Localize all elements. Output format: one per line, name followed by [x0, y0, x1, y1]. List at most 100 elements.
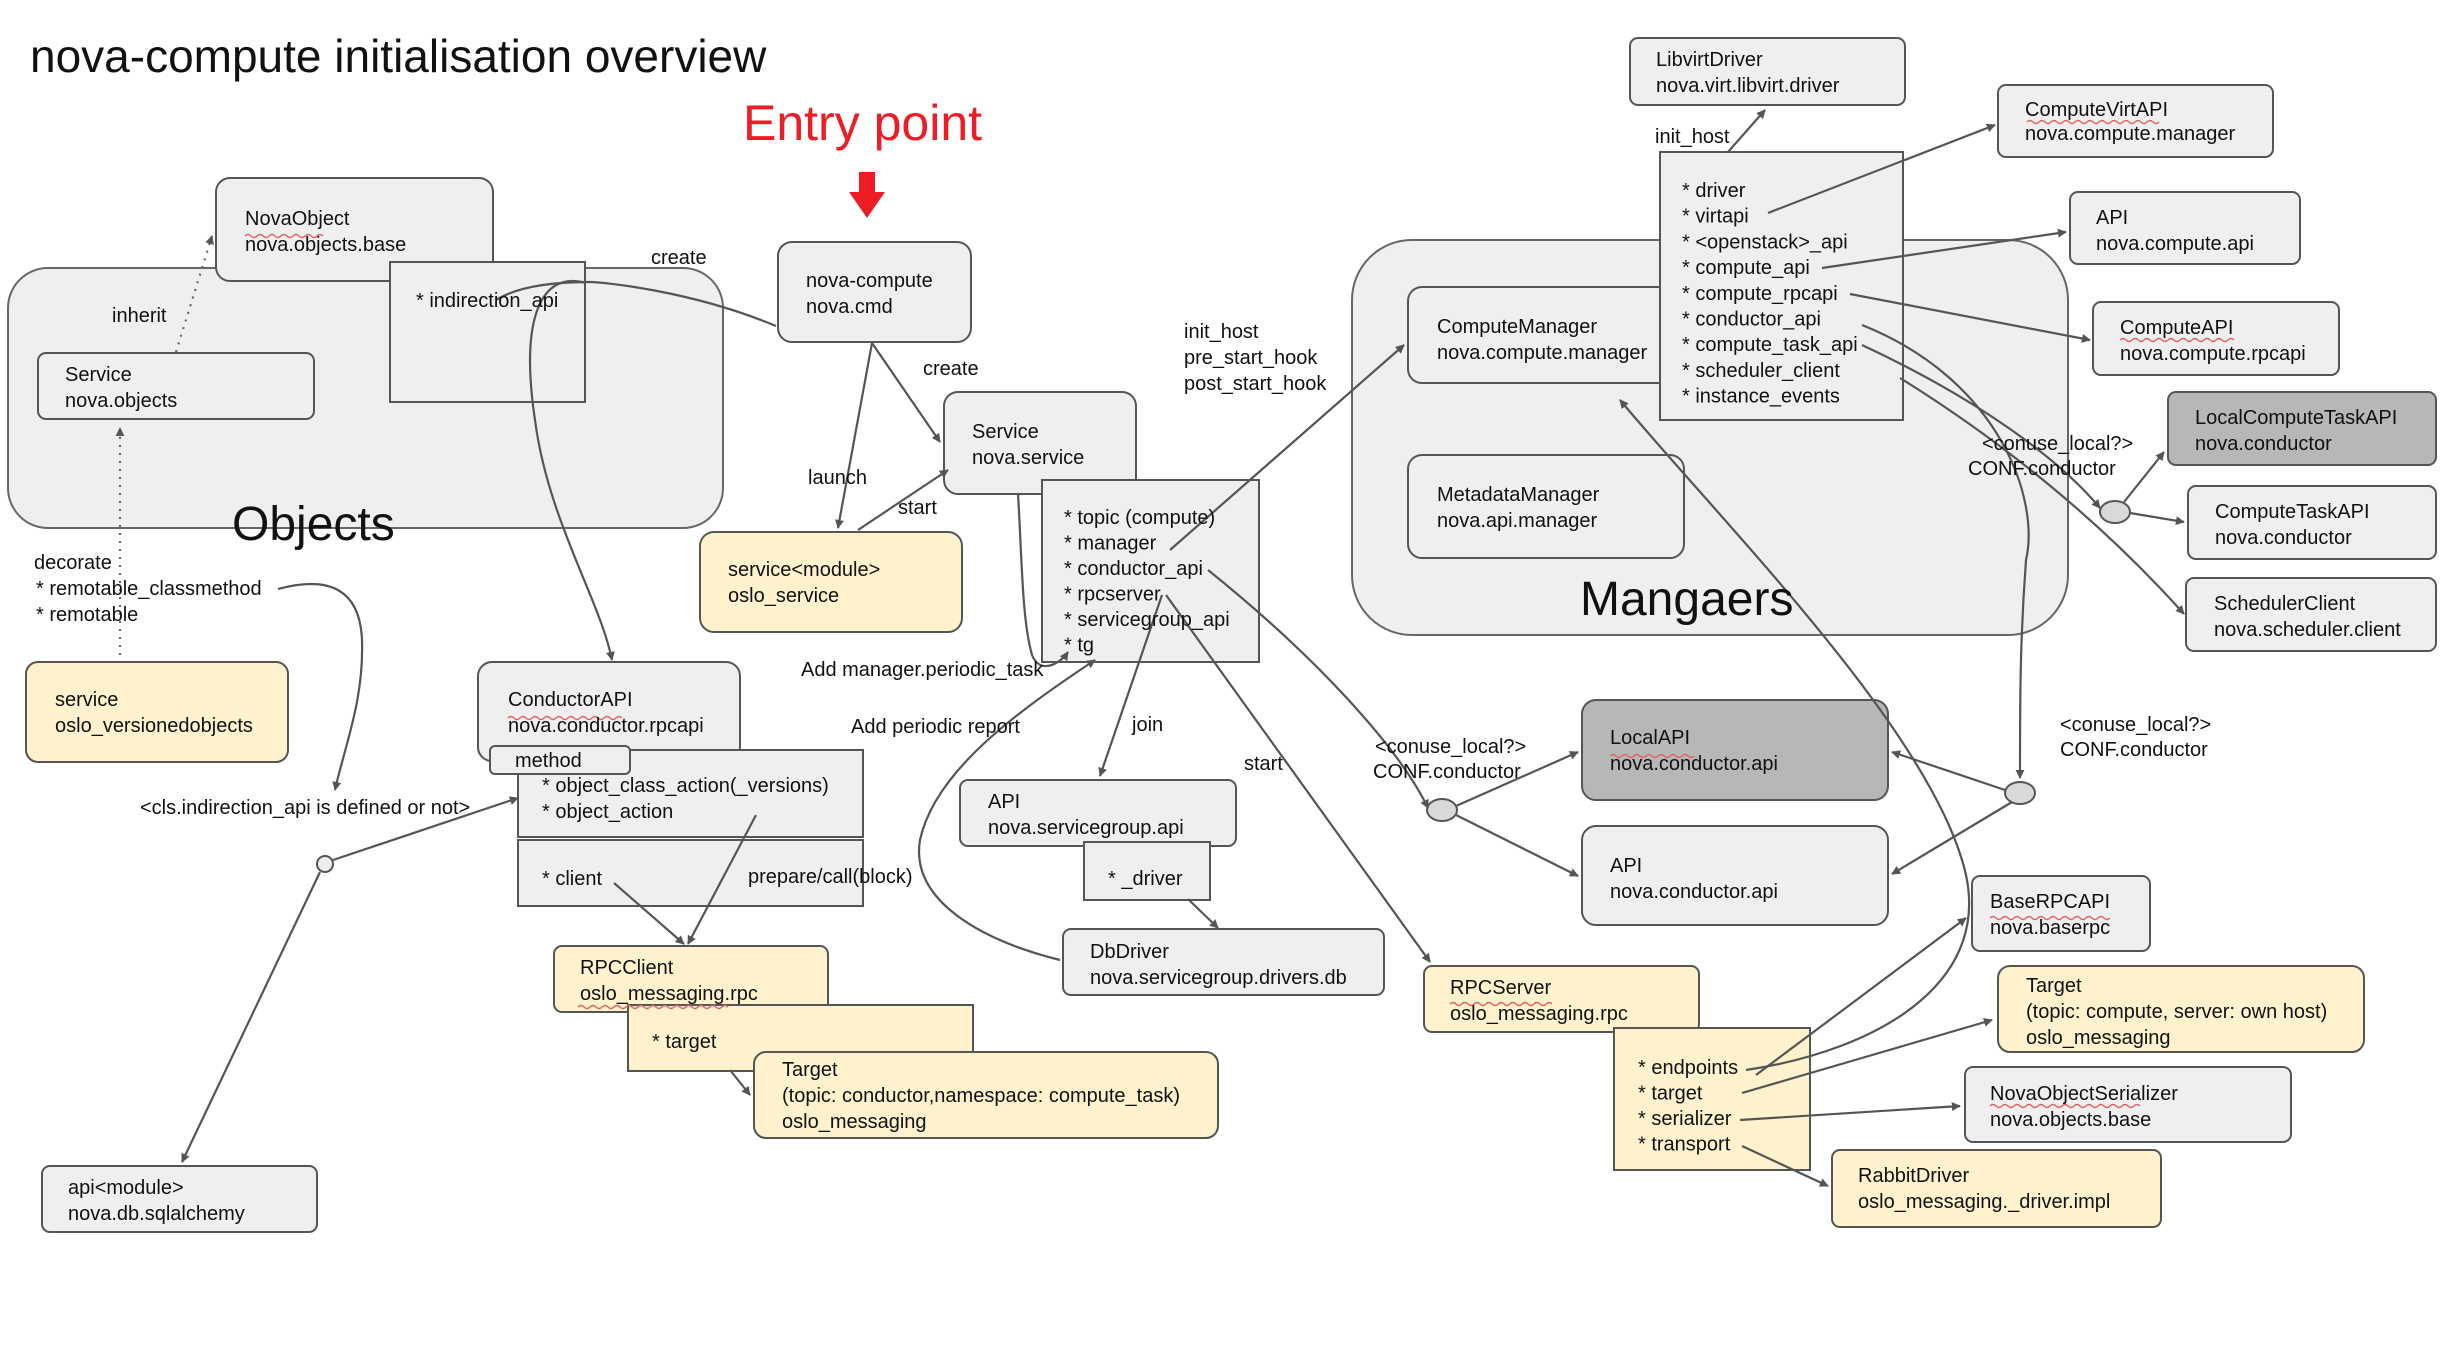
- nova-compute-cmd-box: [777, 241, 972, 343]
- decision-circle-task: [2099, 500, 2131, 524]
- svg-text:<conuse_local?>CONF.conductor: <conuse_local?>CONF.conductor: [1373, 736, 1526, 783]
- nova-service-attrs: * topic (compute) * manager * conductor_…: [1064, 507, 1235, 657]
- edge-compute-rpcapi: [1849, 292, 2091, 343]
- svg-text:api<module>nova.db.sqlalchemy: api<module>nova.db.sqlalchemy: [68, 1177, 245, 1225]
- method-tab-box: [489, 745, 631, 775]
- add-periodic-task-label: Add manager.periodic_task: [801, 659, 1044, 681]
- rabbit-driver-box: [1831, 1149, 2162, 1228]
- edge-virtapi: [1767, 123, 1996, 215]
- api-compute-box: [2069, 191, 2301, 265]
- svg-text:<conuse_local?>CONF.conductor: <conuse_local?>CONF.conductor: [1968, 433, 2133, 480]
- scheduler-client-box: [2185, 577, 2437, 652]
- service-module-node: service<module>oslo_service: [728, 559, 880, 607]
- nova-service-box: [943, 391, 1137, 495]
- squiggle-decoration: [1989, 915, 2111, 921]
- edge-launch: [835, 342, 874, 529]
- entry-arrow-icon: [849, 172, 885, 218]
- compute-task-api-box: [2187, 485, 2437, 560]
- edge-hooks: [1169, 344, 1405, 551]
- edge-indirection-to-conductor: [529, 280, 615, 661]
- service-versioned-box: [25, 661, 289, 763]
- join-label: join: [1131, 714, 1163, 736]
- edge-create-object: [495, 280, 777, 328]
- service-objects-box: [37, 352, 315, 420]
- target-compute-node: Target(topic: compute, server: own host)…: [2026, 975, 2327, 1049]
- edge-transport: [1741, 1145, 1829, 1187]
- method-attrs: * object_class_action(_versions)* object…: [542, 775, 829, 823]
- edge-local-decision-to-api-conductor: [1891, 801, 2013, 875]
- start-label-rpcserver: start: [1244, 753, 1283, 775]
- rpc-server-box: [1423, 965, 1700, 1033]
- svg-text:decorate* remotable_classmetho: decorate* remotable_classmethod* remotab…: [34, 552, 262, 626]
- api-conductor-box: [1581, 825, 1889, 926]
- managers-group-label: Mangaers: [1580, 573, 1793, 626]
- edge-compute-task-api: [1861, 344, 2101, 509]
- squiggle-decoration: [244, 233, 324, 239]
- edge-periodic-report: [917, 659, 1096, 962]
- launch-label: launch: [808, 467, 867, 489]
- local-api-box: [1581, 699, 1889, 801]
- svg-text:Target(topic: compute, server:: Target(topic: compute, server: own host)…: [2026, 975, 2327, 1049]
- indirection-api-attr: * indirection_api: [416, 290, 558, 312]
- client-attr: * client: [542, 868, 602, 890]
- add-periodic-report-label: Add periodic report: [851, 716, 1020, 738]
- manager-attrs-box: [1659, 151, 1904, 421]
- edge-start-rpcserver: [1165, 594, 1431, 963]
- db-driver-box: [1062, 928, 1385, 996]
- prepare-call-label: prepare/call(block): [748, 866, 913, 888]
- edge-client-to-rpcclient: [613, 882, 685, 945]
- edge-periodic-task: [1016, 493, 1069, 668]
- edge-compute-api: [1821, 228, 2067, 270]
- edge-decision-to-local-task: [2123, 451, 2165, 503]
- svg-text:* topic (compute) * manage: * topic (compute) * manager * conductor_…: [1064, 507, 1235, 657]
- indirection-api-box: [389, 261, 586, 403]
- target-conductor-node: Target(topic: conductor,namespace: compu…: [782, 1059, 1180, 1133]
- svg-text:Target(topic: conductor,namesp: Target(topic: conductor,namespace: compu…: [782, 1059, 1180, 1133]
- squiggle-decoration: [507, 715, 623, 721]
- create-label-service: create: [923, 358, 979, 380]
- edge-conductor-api-to-decision: [1207, 569, 1429, 809]
- edge-local-decision-to-local-api: [1891, 750, 2006, 792]
- svg-text:* driver * virtapi * <: * driver * virtapi * <openstack>_api * c…: [1682, 180, 1863, 408]
- target-conductor-box: [753, 1051, 1219, 1139]
- conuse-local-label-conductor: <conuse_local?>CONF.conductor: [1373, 736, 1526, 783]
- rpc-server-attrs: * endpoints * target * serializer * tran…: [1638, 1057, 1738, 1156]
- api-module-node: api<module>nova.db.sqlalchemy: [68, 1177, 245, 1225]
- driver-attr: * _driver: [1108, 868, 1183, 890]
- squiggle-decoration: [577, 1004, 729, 1010]
- objects-group-label: Objects: [232, 498, 395, 551]
- start-label-service: start: [898, 497, 937, 519]
- squiggle-decoration: [1449, 1001, 1553, 1007]
- decision-circle-local: [2004, 781, 2036, 805]
- edge-create-service: [871, 342, 941, 443]
- squiggle-decoration: [1989, 1103, 2141, 1109]
- entry-point-label: Entry point: [743, 95, 982, 151]
